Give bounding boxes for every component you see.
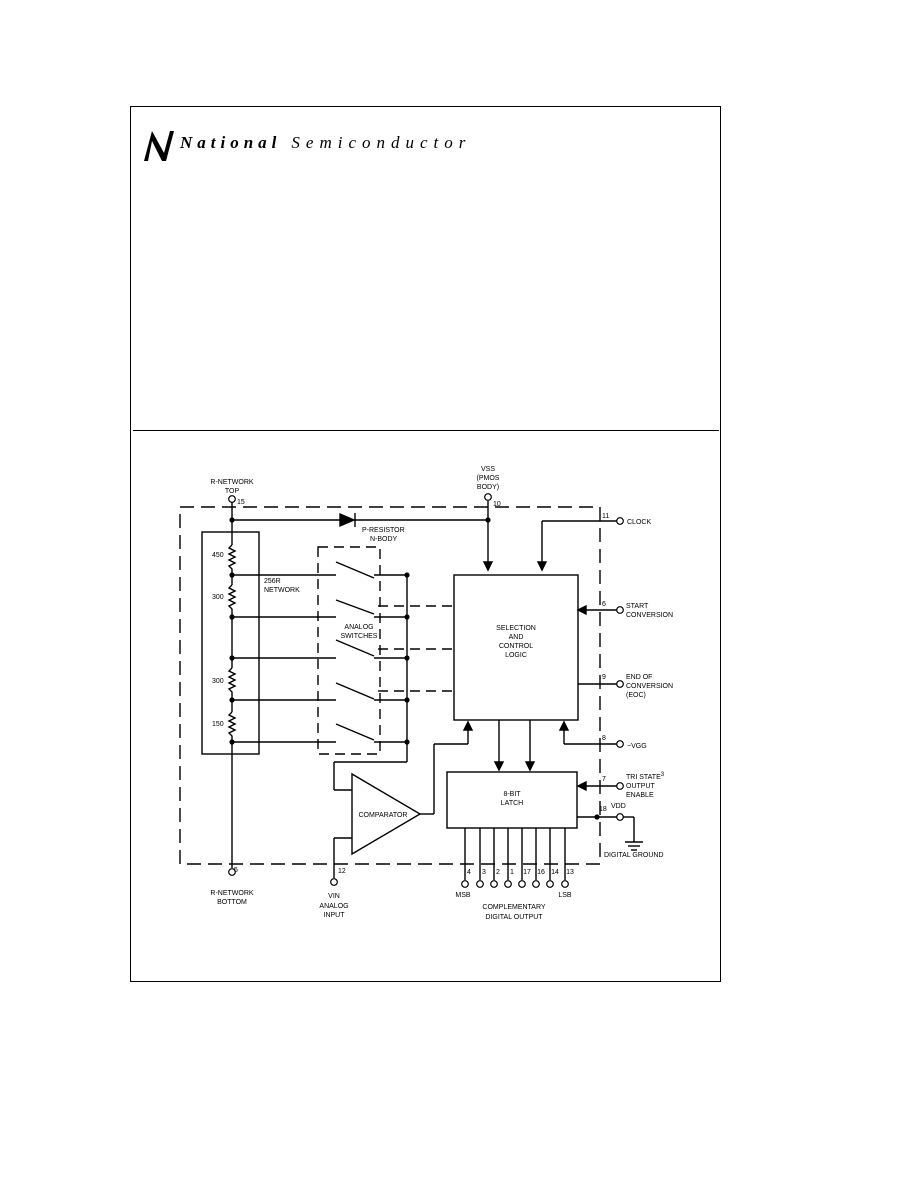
label-r150: 150 — [212, 721, 224, 728]
label-digital-ground: DIGITAL GROUND — [604, 852, 664, 859]
pin-start-icon — [616, 606, 624, 614]
label-pin-15: 15 — [237, 499, 245, 506]
label-vin-1: VIN — [328, 893, 340, 900]
section-divider — [133, 430, 719, 431]
label-256r-2: NETWORK — [264, 587, 300, 594]
label-selection-1: SELECTION — [496, 625, 536, 632]
label-clock: CLOCK — [627, 519, 651, 526]
output-pin-labels: 4 3 2 1 17 16 14 13 — [467, 869, 574, 876]
label-r-network-top-2: TOP — [225, 488, 240, 495]
label-comparator: COMPARATOR — [358, 812, 407, 819]
label-output-pin: 17 — [523, 869, 531, 876]
label-r-network-top-1: R-NETWORK — [210, 479, 253, 486]
label-pin-5: 5 — [234, 867, 238, 874]
label-output-pin: 3 — [482, 869, 486, 876]
label-selection-2: AND — [509, 634, 524, 641]
label-tristate-3: ENABLE — [626, 792, 654, 799]
label-r-network-bottom-2: BOTTOM — [217, 899, 247, 906]
label-pin-6: 6 — [602, 601, 606, 608]
label-vgg: −VGG — [627, 743, 647, 750]
label-vin-3: INPUT — [324, 912, 346, 919]
label-tristate-2: OUTPUT — [626, 783, 656, 790]
label-eoc-1: END OF — [626, 674, 652, 681]
label-lsb: LSB — [558, 892, 572, 899]
page-frame — [130, 106, 721, 982]
label-selection-3: CONTROL — [499, 643, 533, 650]
label-256r-1: 256R — [264, 578, 281, 585]
pin-tristate-icon — [616, 782, 624, 790]
label-complementary-2: DIGITAL OUTPUT — [485, 914, 543, 921]
label-eoc-3: (EOC) — [626, 692, 646, 699]
label-tristate-1: TRI STATE3 — [626, 772, 665, 781]
pin-clock-icon — [616, 517, 624, 525]
label-output-pin: 14 — [551, 869, 559, 876]
pin-vdd-icon — [616, 813, 624, 821]
label-pin-7: 7 — [602, 776, 606, 783]
resistor-network-box — [201, 531, 260, 755]
national-logo-icon — [144, 131, 174, 161]
label-vdd: VDD — [611, 803, 626, 810]
label-vss-2: (PMOS — [477, 475, 500, 482]
label-output-pin: 13 — [566, 869, 574, 876]
label-r450: 450 — [212, 552, 224, 559]
label-eoc-2: CONVERSION — [626, 683, 673, 690]
label-pin-8: 8 — [602, 735, 606, 742]
label-output-pin: 16 — [537, 869, 545, 876]
label-r300b: 300 — [212, 678, 224, 685]
label-output-pin: 1 — [510, 869, 514, 876]
pin-eoc-icon — [616, 680, 624, 688]
brand-word-semiconductor: Semiconductor — [291, 133, 472, 152]
label-start-2: CONVERSION — [626, 612, 673, 619]
pin-r-network-bottom-icon — [228, 868, 236, 876]
label-complementary-1: COMPLEMENTARY — [482, 904, 545, 911]
pin-vss-icon — [484, 493, 492, 501]
label-p-resistor-2: N-BODY — [370, 536, 398, 543]
label-pin-12: 12 — [338, 868, 346, 875]
selection-logic-box — [453, 574, 579, 721]
comparator-symbol — [351, 772, 422, 856]
label-pin-10: 10 — [493, 501, 501, 508]
label-r300a: 300 — [212, 594, 224, 601]
label-latch-2: LATCH — [501, 800, 523, 807]
label-vin-2: ANALOG — [319, 903, 348, 910]
analog-switches-box — [317, 546, 381, 755]
label-msb: MSB — [455, 892, 471, 899]
label-vss-1: VSS — [481, 466, 495, 473]
label-pin-9: 9 — [602, 674, 606, 681]
label-analog-switches-1: ANALOG — [344, 624, 373, 631]
label-vss-3: BODY) — [477, 484, 499, 491]
label-p-resistor-1: P-RESISTOR — [362, 527, 405, 534]
pin-vin-icon — [330, 878, 338, 886]
package-boundary — [179, 506, 601, 865]
label-pin-11: 11 — [602, 513, 609, 520]
brand-name: National Semiconductor — [180, 133, 471, 153]
label-latch-1: 8-BIT — [503, 791, 521, 798]
pin-r-network-top-icon — [228, 495, 236, 503]
latch-box — [446, 771, 578, 829]
label-analog-switches-2: SWITCHES — [341, 633, 378, 640]
label-output-pin: 4 — [467, 869, 471, 876]
label-start-1: START — [626, 603, 649, 610]
label-selection-4: LOGIC — [505, 652, 527, 659]
label-output-pin: 2 — [496, 869, 500, 876]
pin-vgg-icon — [616, 740, 624, 748]
brand-word-national: National — [180, 133, 282, 152]
label-pin-18: 18 — [599, 806, 607, 813]
label-r-network-bottom-1: R-NETWORK — [210, 890, 253, 897]
